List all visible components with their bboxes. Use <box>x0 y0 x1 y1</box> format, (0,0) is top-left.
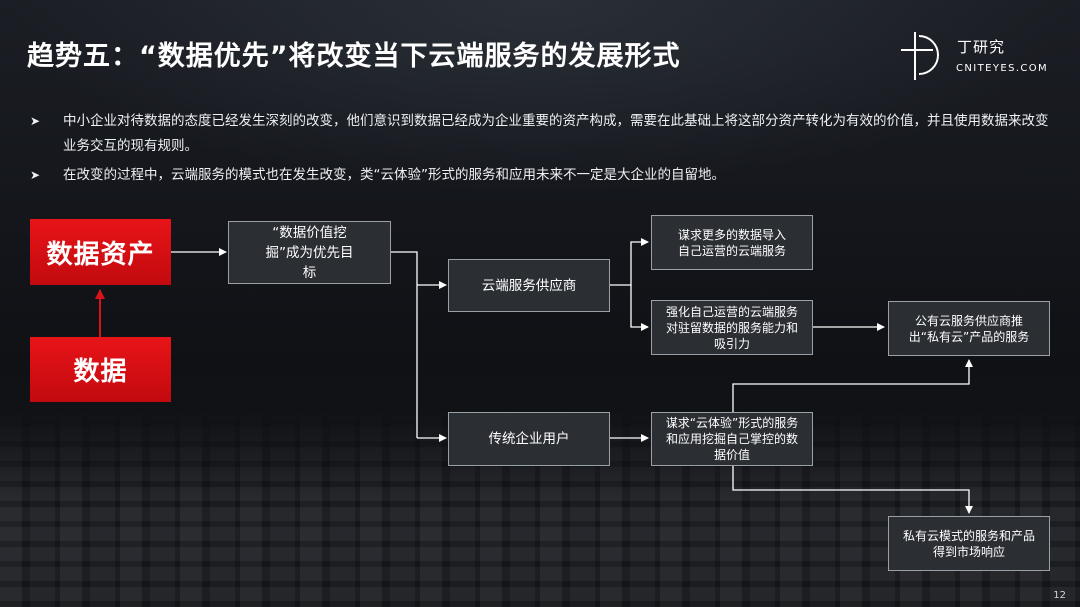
data-box: 数据 <box>30 337 171 402</box>
cloud-provider-box: 云端服务供应商 <box>448 259 610 312</box>
logo-name: 丁研究 <box>957 38 1006 56</box>
data-asset-box: 数据资产 <box>30 219 171 285</box>
bullet-item: ➤ 在改变的过程中，云端服务的模式也在发生改变，类“云体验”形式的服务和应用未来… <box>30 163 1050 188</box>
logo-url: CNITEYES.COM <box>956 63 1049 74</box>
connector-provider-split <box>610 238 649 286</box>
public-cloud-private-box: 公有云服务供应商推出“私有云”产品的服务 <box>888 301 1050 356</box>
arrow-bullet-icon: ➤ <box>30 114 41 128</box>
bullet-item: ➤ 中小企业对待数据的态度已经发生深刻的改变，他们意识到数据已经成为企业重要的资… <box>30 109 1050 159</box>
bullet-text: 中小企业对待数据的态度已经发生深刻的改变，他们意识到数据已经成为企业重要的资产构… <box>63 113 1049 154</box>
data-asset-label: 数据资产 <box>46 239 155 270</box>
connector-experience-to-private <box>732 465 973 514</box>
traditional-user-label: 传统企业用户 <box>488 431 570 447</box>
page-number: 12 <box>1053 590 1066 601</box>
more-data-import-box: 谋求更多的数据导入自己运营的云端服务 <box>651 215 813 270</box>
logo-mark-icon <box>901 32 939 80</box>
private-cloud-response-label: 私有云模式的服务和产品得到市场响应 <box>903 528 1036 559</box>
bullet-list: ➤ 中小企业对待数据的态度已经发生深刻的改变，他们意识到数据已经成为企业重要的资… <box>30 109 1050 192</box>
connector-mining-split <box>391 251 446 438</box>
strengthen-cloud-label: 强化自己运营的云端服务对驻留数据的服务能力和吸引力 <box>665 304 798 351</box>
public-cloud-private-label: 公有云服务供应商推出“私有云”产品的服务 <box>908 313 1030 344</box>
private-cloud-response-box: 私有云模式的服务和产品得到市场响应 <box>888 516 1050 571</box>
value-mining-label: “数据价值挖掘”成为优先目标 <box>265 224 354 281</box>
arrow-bullet-icon: ➤ <box>30 168 41 182</box>
value-mining-box: “数据价值挖掘”成为优先目标 <box>228 221 391 284</box>
traditional-user-box: 传统企业用户 <box>448 412 610 466</box>
connector-provider-strengthen <box>630 285 649 331</box>
data-label: 数据 <box>73 357 128 387</box>
cloud-provider-label: 云端服务供应商 <box>481 277 577 294</box>
page-title: 趋势五：“数据优先”将改变当下云端服务的发展形式 <box>27 41 681 72</box>
logo: 丁研究 CNITEYES.COM <box>895 28 1055 88</box>
cloud-experience-box: 谋求“云体验”形式的服务和应用挖掘自己掌控的数据价值 <box>651 412 813 466</box>
connector-experience-to-public <box>732 359 973 412</box>
more-data-import-label: 谋求更多的数据导入自己运营的云端服务 <box>677 227 786 258</box>
strengthen-cloud-box: 强化自己运营的云端服务对驻留数据的服务能力和吸引力 <box>651 300 813 355</box>
cloud-experience-label: 谋求“云体验”形式的服务和应用挖掘自己掌控的数据价值 <box>665 416 799 462</box>
bullet-text: 在改变的过程中，云端服务的模式也在发生改变，类“云体验”形式的服务和应用未来不一… <box>63 167 725 183</box>
